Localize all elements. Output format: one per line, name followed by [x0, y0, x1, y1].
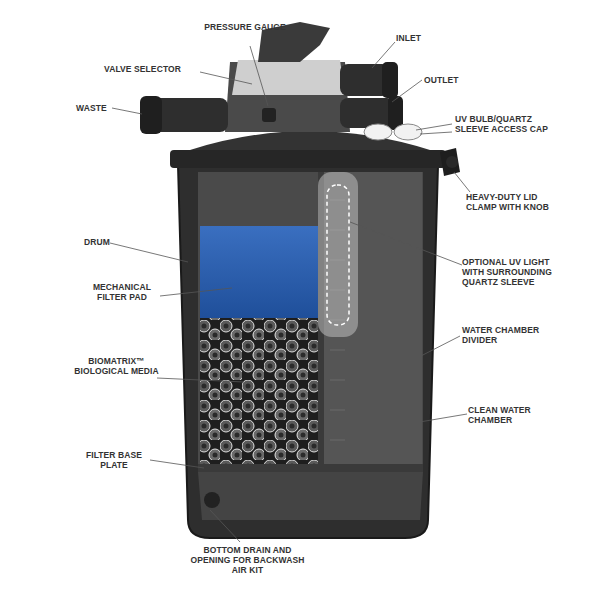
- part-label: MECHANICAL FILTER PAD: [82, 282, 162, 302]
- part-label: UV BULB/QUARTZ SLEEVE ACCESS CAP: [455, 114, 565, 134]
- part-label: INLET: [396, 33, 456, 43]
- part-label: WASTE: [76, 103, 126, 113]
- part-label: HEAVY-DUTY LID CLAMP WITH KNOB: [466, 192, 566, 212]
- part-label: OPTIONAL UV LIGHT WITH SURROUNDING QUART…: [462, 257, 567, 288]
- part-label: FILTER BASE PLATE: [78, 450, 150, 470]
- part-label: CLEAN WATER CHAMBER: [468, 405, 553, 425]
- part-label: BOTTOM DRAIN AND OPENING FOR BACKWASH AI…: [190, 545, 305, 576]
- part-label: WATER CHAMBER DIVIDER: [462, 325, 562, 345]
- part-label: PRESSURE GAUGE: [200, 22, 290, 32]
- part-label: OUTLET: [424, 75, 484, 85]
- part-label: BIOMATRIX™ BIOLOGICAL MEDIA: [74, 356, 159, 376]
- part-label: VALVE SELECTOR: [104, 64, 204, 74]
- part-label: DRUM: [84, 237, 134, 247]
